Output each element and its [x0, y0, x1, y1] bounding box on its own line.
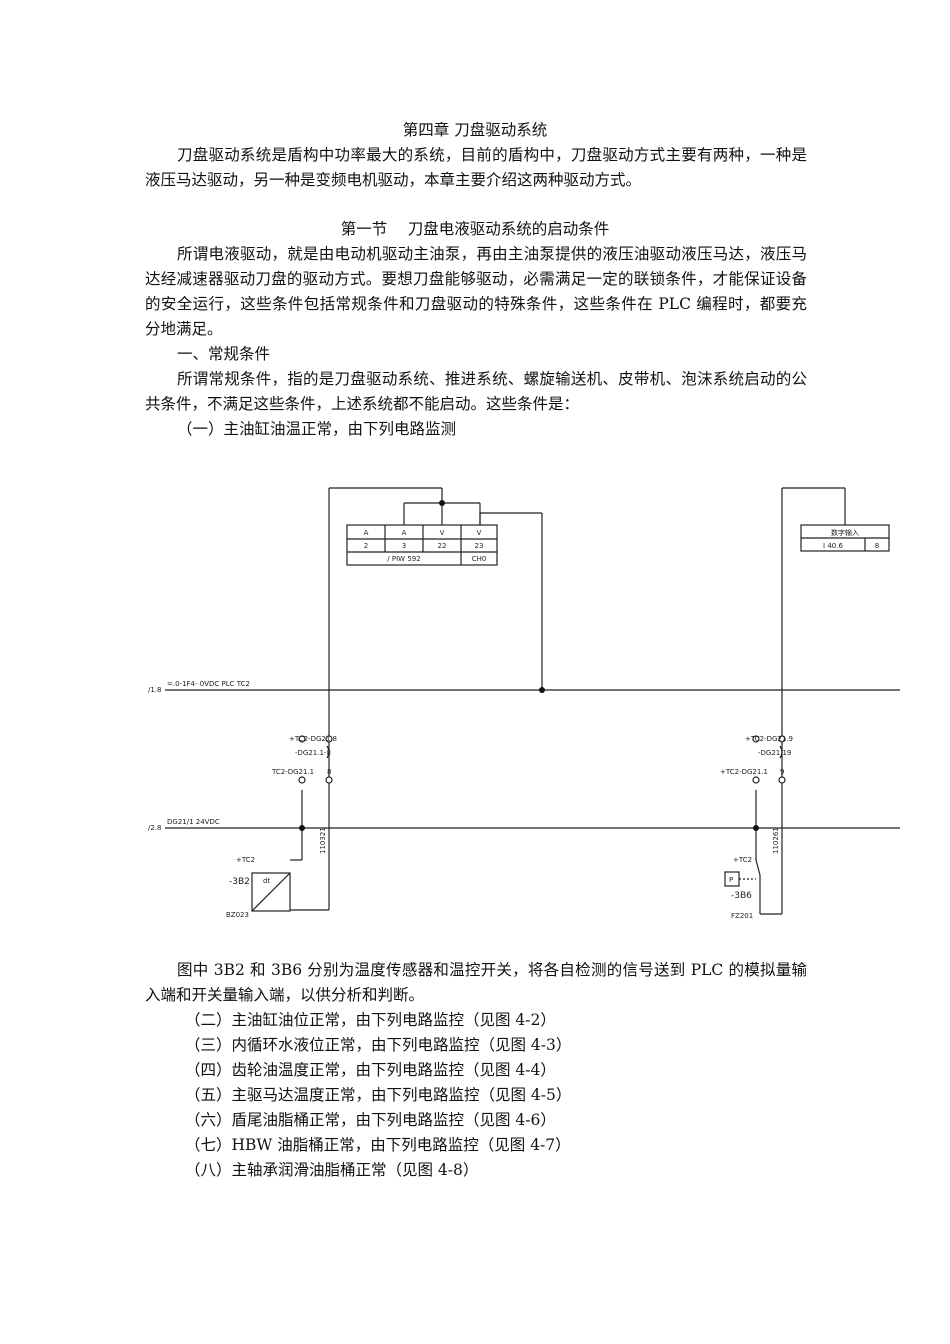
section-title: 第一节 刀盘电液驱动系统的启动条件 [340, 220, 610, 238]
table-cell: 23 [475, 542, 484, 550]
item-1: （一）主油缸油温正常，由下列电路监测 [177, 420, 457, 438]
left-term-num: 8 [327, 768, 331, 776]
right-term-label-3: +TC2-DG21.1 [720, 768, 768, 776]
sensor-left-symbol: dt [263, 877, 270, 885]
bus1-label: =.0-1F4- 0VDC PLC TC2 [167, 680, 250, 688]
left-term-label-3: TC2-DG21.1 [271, 768, 314, 776]
right-term-label-1: +TC2-DG21.9 [745, 735, 793, 743]
sensor-right-code: FZ201 [731, 912, 753, 920]
sensor-left-code: BZ023 [226, 911, 249, 919]
table-cell: 22 [438, 542, 447, 550]
sensor-right-symbol: P [729, 876, 733, 884]
bus1-ref: /1.8 [148, 686, 162, 694]
sensor-right-name: -3B6 [731, 891, 752, 901]
table-footer-right: CH0 [472, 555, 487, 563]
intro-paragraph: 刀盘驱动系统是盾构中功率最大的系统，目前的盾构中，刀盘驱动方式主要有两种，一种是… [145, 146, 807, 189]
table-cell: 3 [402, 542, 406, 550]
table-cell: A [364, 529, 369, 537]
after-paragraph: 图中 3B2 和 3B6 分别为温度传感器和温控开关，将各自检测的信号送到 PL… [145, 961, 807, 1004]
right-table-cell: 8 [875, 542, 879, 550]
list-item: （四）齿轮油温度正常，由下列电路监控（见图 4-4） [185, 1061, 556, 1079]
table-footer-left: / PIW 592 [387, 555, 420, 563]
right-table-header: 数字输入 [831, 528, 859, 537]
sensor-left-loc: +TC2 [236, 856, 255, 864]
right-wire-label: 110261 [772, 827, 780, 854]
table-cell: V [477, 529, 482, 537]
left-wire-label: 110321 [319, 827, 327, 854]
list-item: （三）内循环水液位正常，由下列电路监控（见图 4-3） [185, 1036, 572, 1054]
list-item: （八）主轴承润滑油脂桶正常（见图 4-8） [185, 1161, 479, 1179]
chapter-title: 第四章 刀盘驱动系统 [402, 121, 548, 139]
table-cell: V [440, 529, 445, 537]
right-term-num: 9 [780, 768, 784, 776]
sensor-left-name: -3B2 [229, 877, 250, 887]
circuit-diagram: A A V V 2 3 22 23 / PIW 592 CH0 数字输入 I 4… [148, 487, 900, 920]
section-paragraph: 所谓电液驱动，就是由电动机驱动主油泵，再由主油泵提供的液压油驱动液压马达，液压马… [145, 245, 807, 338]
list-item: （六）盾尾油脂桶正常，由下列电路监控（见图 4-6） [185, 1111, 556, 1129]
list-item: （七）HBW 油脂桶正常，由下列电路监控（见图 4-7） [185, 1136, 571, 1154]
left-term-label-2: -DG21.1-8 [295, 749, 331, 757]
list-item: （二）主油缸油位正常，由下列电路监控（见图 4-2） [185, 1011, 556, 1029]
sub-heading: 一、常规条件 [177, 345, 271, 363]
bus2-label: DG21/1 24VDC [167, 818, 220, 826]
sub-paragraph: 所谓常规条件，指的是刀盘驱动系统、推进系统、螺旋输送机、皮带机、泡沫系统启动的公… [145, 370, 807, 413]
table-cell: 2 [364, 542, 368, 550]
right-table-cell: I 40.6 [823, 542, 843, 550]
list-item: （五）主驱马达温度正常，由下列电路监控（见图 4-5） [185, 1086, 572, 1104]
right-term-label-2: -DG21.19 [758, 749, 791, 757]
table-cell: A [402, 529, 407, 537]
left-term-label-1: +TC2-DG21.8 [289, 735, 337, 743]
sensor-right-loc: +TC2 [733, 856, 752, 864]
bus2-ref: /2.8 [148, 824, 162, 832]
